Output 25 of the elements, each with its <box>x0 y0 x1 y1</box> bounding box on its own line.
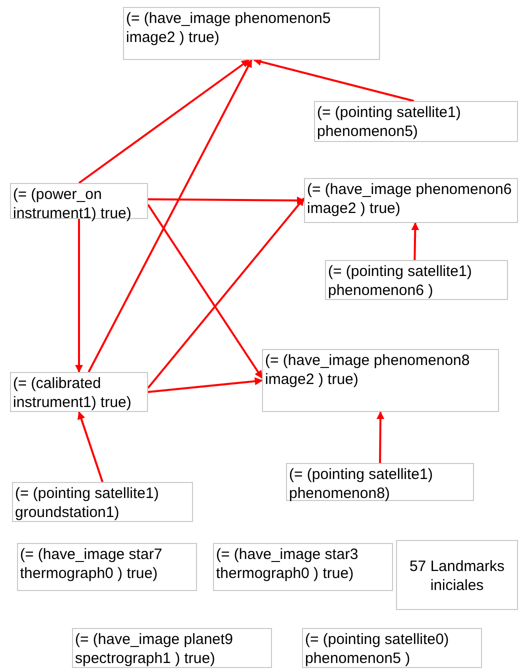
text-box: (= (calibrated instrument1) true) <box>10 372 148 412</box>
arrow <box>148 196 305 204</box>
text-box: (= (power_on instrument1) true) <box>10 183 148 219</box>
text-box: (= (have_image phenomenon5 image2 ) true) <box>123 7 380 60</box>
arrow <box>78 411 104 482</box>
text-box: (= (pointing satellite1) phenomenon6 ) <box>325 260 508 300</box>
text-box: (= (pointing satellite1) phenomenon8) <box>286 463 474 501</box>
text-box: (= (have_image phenomenon8 image2 ) true) <box>262 349 499 412</box>
text-box: (= (pointing satellite1) groundstation1) <box>12 482 193 522</box>
text-box: (= (have_image star7 thermograph0 ) true) <box>17 543 197 591</box>
text-box: (= (have_image planet9 spectrograph1 ) true) <box>72 628 272 668</box>
arrow <box>411 222 420 260</box>
arrow <box>147 198 305 389</box>
text-box: (= (pointing satellite0) phenomenon5 ) <box>302 628 482 668</box>
arrow <box>78 59 250 184</box>
arrow <box>148 377 263 393</box>
arrow <box>75 219 83 373</box>
text-box: (= (pointing satellite1) phenomenon5) <box>314 101 518 142</box>
arrow <box>376 411 384 464</box>
text-box: 57 Landmarks iniciales <box>396 540 518 610</box>
arrow <box>253 58 414 102</box>
text-box: (= (have_image phenomenon6 image2 ) true) <box>304 178 518 223</box>
arrow <box>88 59 252 372</box>
arrow <box>147 204 263 379</box>
text-box: (= (have_image star3 thermograph0 ) true) <box>213 543 393 591</box>
